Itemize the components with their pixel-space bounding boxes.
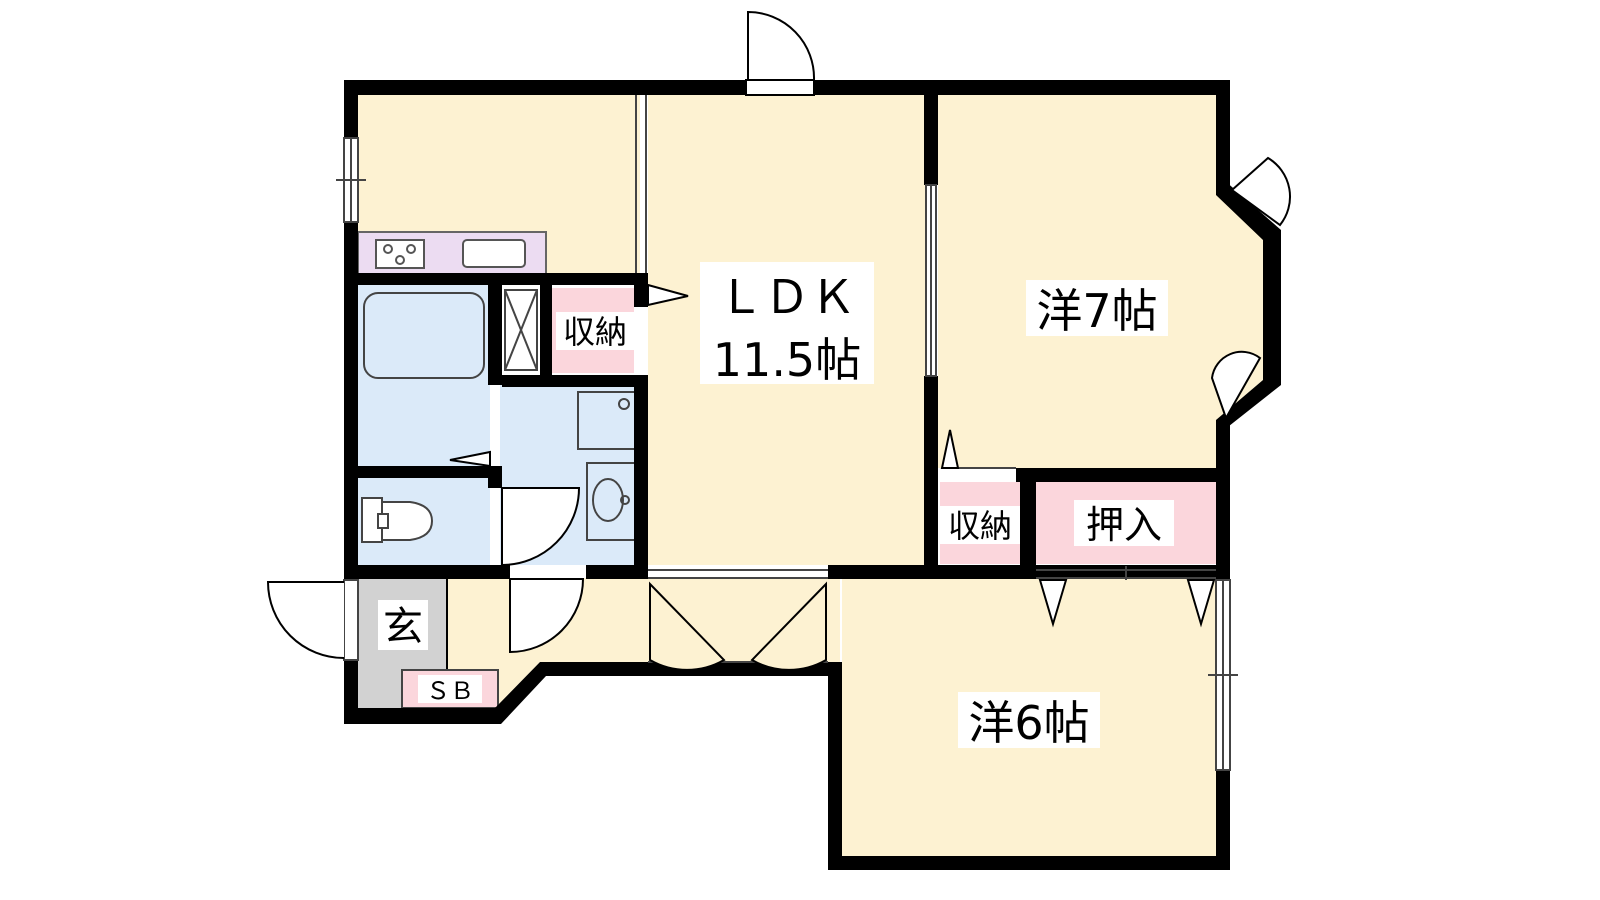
western7-label-bg [1026, 280, 1168, 336]
washing-machine-icon [504, 289, 538, 371]
storage-room7-label-bg [940, 506, 1020, 544]
stove-icon [375, 239, 425, 269]
storage-kitchen-label: 収納 [563, 313, 627, 351]
storage-room7-label: 収納 [948, 507, 1012, 545]
toilet-icon [361, 497, 434, 543]
sink-icon [462, 239, 526, 268]
oshiire-label-bg [1074, 500, 1174, 546]
shoe-box-label-bg [418, 675, 482, 703]
walls [344, 80, 1281, 870]
western6-label-bg [958, 692, 1100, 748]
window-icon [336, 137, 1238, 771]
western6-label: 洋6帖 [968, 696, 1089, 750]
storage-kitchen-label-bg [556, 312, 634, 350]
ldk-size: 11.5帖 [713, 333, 861, 387]
room-labels: ＬＤＫ 11.5帖 洋7帖 洋6帖 押入 収納 収納 玄 ＳＢ [378, 262, 1174, 750]
oshiire-label: 押入 [1086, 503, 1162, 547]
ldk-label-bg [700, 262, 874, 384]
shoe-box-label: ＳＢ [426, 677, 474, 705]
entrance-label: 玄 [383, 604, 423, 650]
bathtub-icon [363, 292, 485, 379]
western7-label: 洋7帖 [1036, 284, 1157, 338]
washbasin-icon [586, 462, 637, 541]
ldk-name: ＬＤＫ [718, 270, 856, 324]
entrance-label-bg [378, 600, 428, 650]
door-swing-icon [266, 10, 1291, 671]
